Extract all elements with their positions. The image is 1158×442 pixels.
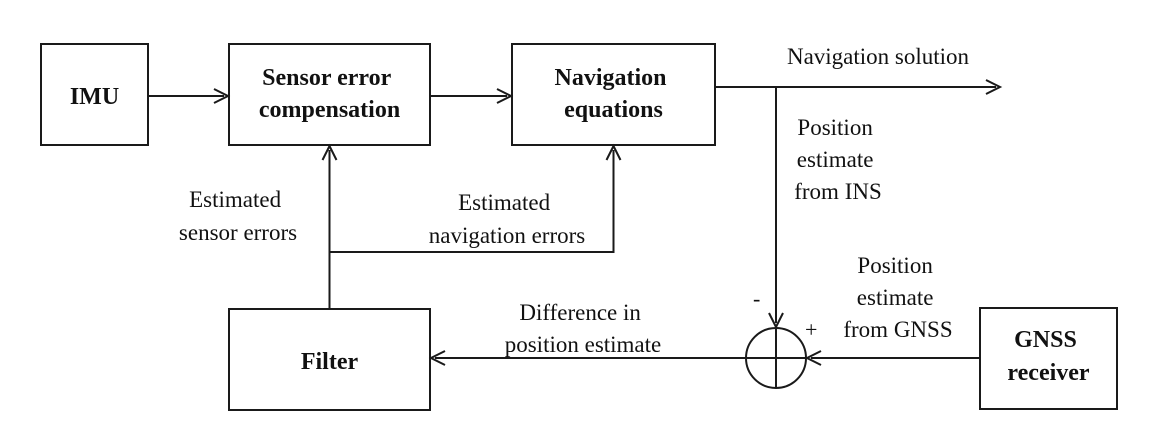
arrow-feedback-to-navigation bbox=[329, 143, 622, 253]
imu-label: IMU bbox=[70, 84, 119, 110]
position-estimate-ins-label: Position estimate from INS bbox=[794, 115, 882, 204]
summing-junction bbox=[745, 327, 807, 389]
gnss-receiver-label: GNSS receiver bbox=[1007, 327, 1089, 386]
arrow-imu-to-compensation bbox=[148, 88, 231, 104]
arrow-ins-position-to-junction bbox=[768, 87, 784, 330]
arrow-gnss-to-junction bbox=[804, 350, 980, 366]
arrow-navigation-solution-output bbox=[715, 79, 1003, 95]
gnss-receiver-block: GNSS receiver bbox=[979, 307, 1118, 410]
arrow-junction-to-filter bbox=[428, 350, 746, 366]
plus-sign: + bbox=[805, 317, 817, 342]
arrow-feedback-to-compensation bbox=[321, 143, 338, 252]
difference-position-estimate-label: Difference in position estimate bbox=[505, 300, 662, 357]
filter-label: Filter bbox=[301, 349, 359, 375]
position-estimate-gnss-label: Position estimate from GNSS bbox=[843, 253, 952, 342]
arrow-compensation-to-navigation bbox=[430, 88, 514, 104]
sensor-error-compensation-label: Sensor error compensation bbox=[259, 65, 400, 123]
navigation-solution-label: Navigation solution bbox=[787, 44, 970, 69]
navigation-equations-label: Navigation equations bbox=[554, 65, 672, 123]
imu-block: IMU bbox=[40, 43, 149, 146]
estimated-sensor-errors-label: Estimated sensor errors bbox=[179, 187, 297, 245]
minus-sign: - bbox=[753, 286, 760, 311]
estimated-navigation-errors-label: Estimated navigation errors bbox=[429, 190, 586, 248]
navigation-equations-block: Navigation equations bbox=[511, 43, 716, 146]
sensor-error-compensation-block: Sensor error compensation bbox=[228, 43, 431, 146]
filter-block: Filter bbox=[228, 308, 431, 411]
